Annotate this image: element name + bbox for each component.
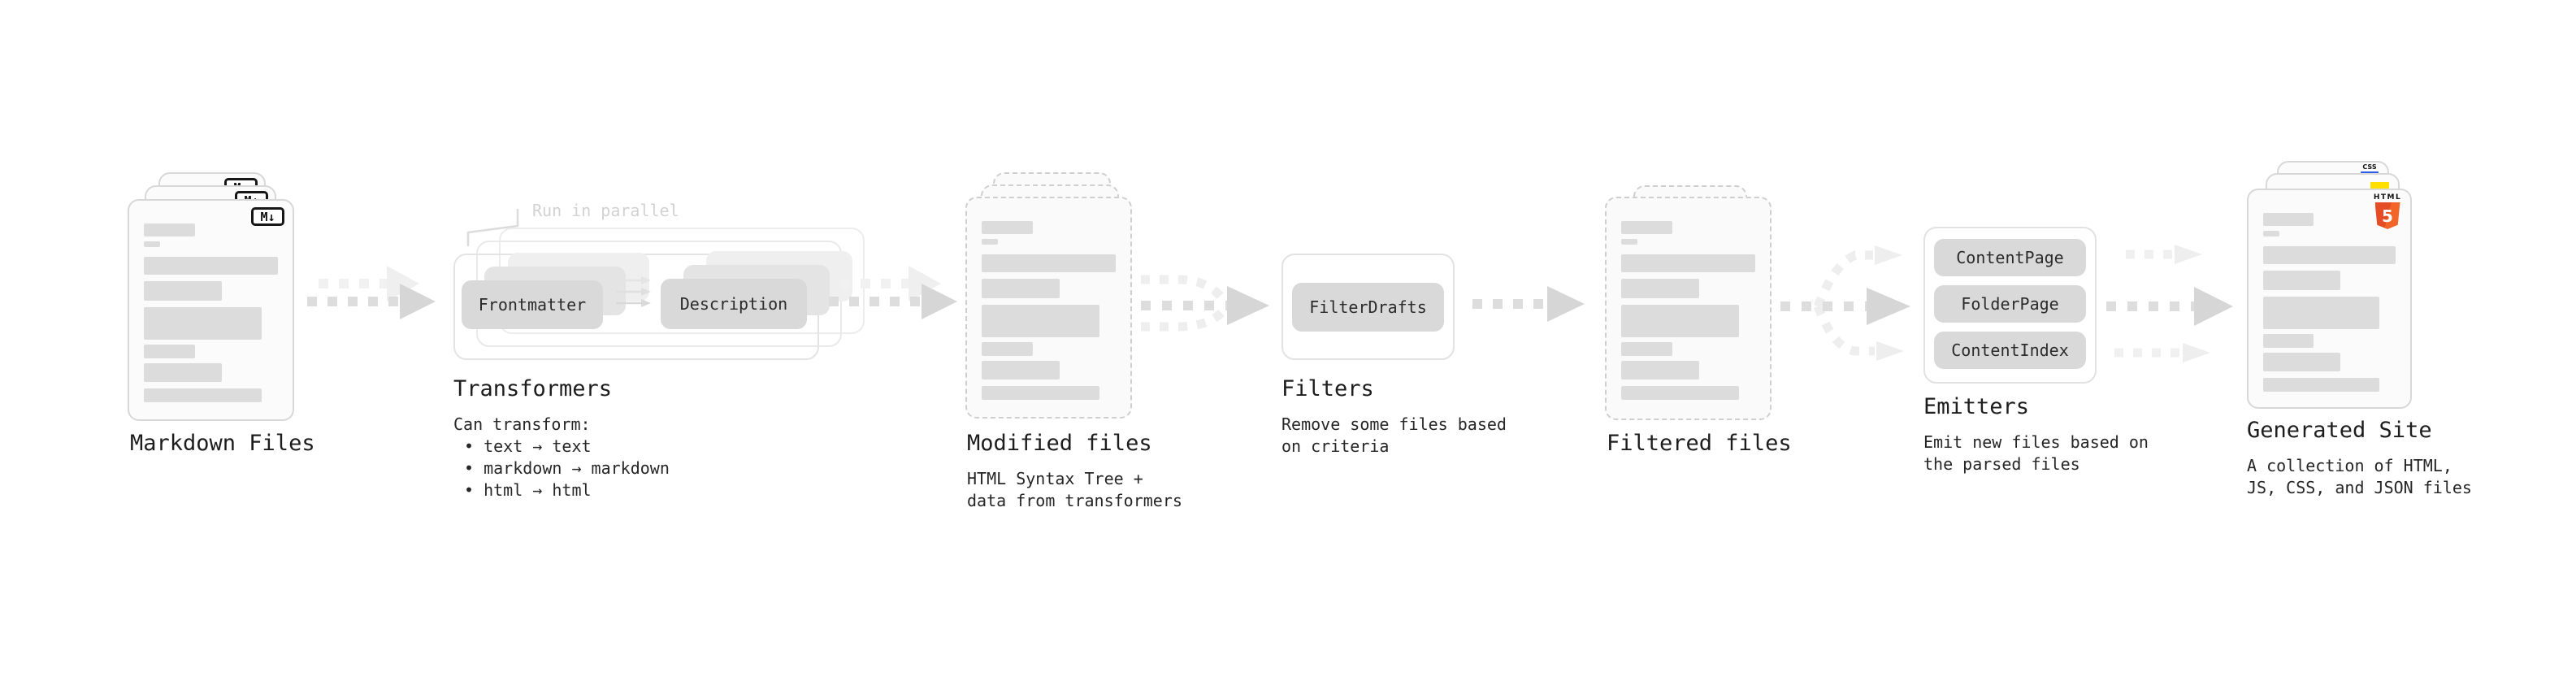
arrow-modified-to-filters: [1141, 275, 1269, 332]
markdown-file-card-front: M↓: [128, 199, 294, 421]
filters-label: Filters: [1281, 376, 1374, 401]
modified-files-desc: HTML Syntax Tree + data from transformer…: [967, 469, 1182, 510]
markdown-icon: M↓: [251, 207, 284, 226]
filters-panel: FilterDrafts: [1281, 254, 1455, 360]
markdown-files-label: Markdown Files: [130, 431, 315, 456]
document-text-placeholder: [129, 201, 293, 402]
filtered-files-label: Filtered files: [1607, 431, 1792, 456]
arrow-filters-to-filtered: [1472, 286, 1585, 322]
document-text-placeholder: [2249, 190, 2410, 392]
description-chip: Description: [661, 279, 807, 329]
mini-arrow-icon: [616, 288, 651, 296]
arrow-filtered-to-emitters: [1780, 245, 1910, 361]
mini-arrow-icon: [616, 299, 651, 307]
generated-site-label: Generated Site: [2247, 418, 2432, 443]
html5-icon: HTML 5: [2371, 193, 2404, 229]
transformers-desc-title: Can transform:: [453, 414, 591, 434]
document-text-placeholder: [967, 198, 1130, 400]
transformer-bullet: • text → text: [464, 436, 592, 456]
contentpage-chip: ContentPage: [1934, 239, 2086, 276]
emitters-label: Emitters: [1923, 394, 2030, 419]
arrow-emitters-to-generated: [2106, 245, 2233, 362]
document-text-placeholder: [1607, 198, 1770, 400]
transformer-bullet: • html → html: [464, 480, 592, 500]
arrow-markdown-to-transformers: [307, 266, 436, 319]
emitters-panel: ContentPage FolderPage ContentIndex: [1923, 227, 2097, 384]
callout-connector-line: [466, 209, 519, 246]
emitters-desc: Emit new files based on the parsed files: [1923, 432, 2149, 474]
filters-desc: Remove some files based on criteria: [1281, 414, 1507, 456]
folderpage-chip: FolderPage: [1934, 285, 2086, 323]
transformer-bullet: • markdown → markdown: [464, 458, 670, 478]
run-in-parallel-callout: Run in parallel: [532, 201, 679, 220]
mini-arrow-icon: [616, 276, 651, 284]
transformers-label: Transformers: [453, 376, 613, 401]
frontmatter-chip: Frontmatter: [462, 280, 603, 329]
contentindex-chip: ContentIndex: [1934, 332, 2086, 369]
generated-html-file-card: HTML 5: [2247, 189, 2412, 409]
generated-site-desc: A collection of HTML, JS, CSS, and JSON …: [2247, 456, 2472, 497]
modified-files-label: Modified files: [967, 431, 1152, 456]
filtered-file-card-front: [1605, 197, 1772, 420]
filterdrafts-chip: FilterDrafts: [1292, 282, 1444, 332]
modified-file-card-front: [965, 197, 1132, 419]
arrow-transformers-to-modified: [829, 266, 957, 319]
